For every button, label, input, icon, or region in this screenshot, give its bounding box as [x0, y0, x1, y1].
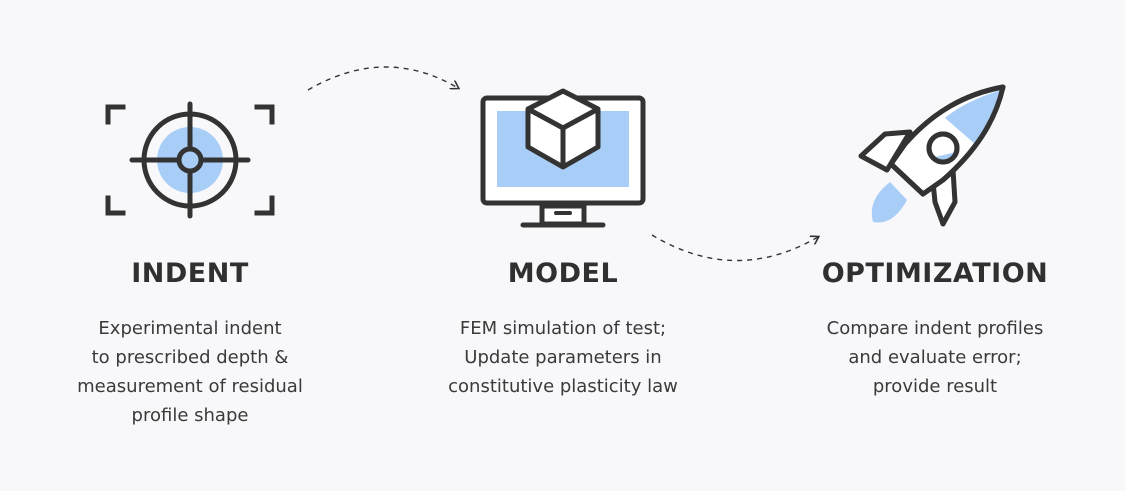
description-line: to prescribed depth &: [91, 347, 289, 368]
step-description: Compare indent profiles and evaluate err…: [770, 314, 1100, 401]
description-line: profile shape: [131, 405, 249, 426]
step-description: FEM simulation of test; Update parameter…: [398, 314, 728, 401]
description-line: Experimental indent: [98, 318, 282, 339]
description-line: Compare indent profiles: [826, 318, 1044, 339]
target-icon: [105, 101, 275, 219]
description-line: provide result: [872, 376, 998, 397]
description-line: FEM simulation of test;: [459, 318, 667, 339]
arrow-model-to-optimization: [651, 234, 818, 262]
step-optimization: OPTIMIZATION Compare indent profiles and…: [770, 0, 1100, 491]
description-line: Update parameters in: [464, 347, 662, 368]
arrow-indent-to-model: [307, 66, 458, 91]
step-title: INDENT: [131, 258, 249, 289]
description-line: measurement of residual: [77, 376, 303, 397]
rocket-icon: [858, 84, 1006, 227]
description-line: constitutive plasticity law: [448, 376, 678, 397]
step-model: MODEL FEM simulation of test; Update par…: [398, 0, 728, 491]
step-description: Experimental indent to prescribed depth …: [25, 314, 355, 430]
description-line: and evaluate error;: [848, 347, 1022, 368]
step-indent: INDENT Experimental indent to prescribed…: [25, 0, 355, 491]
step-title: MODEL: [507, 258, 619, 289]
step-title: OPTIMIZATION: [821, 258, 1049, 289]
monitor-cube-icon: [480, 88, 646, 228]
